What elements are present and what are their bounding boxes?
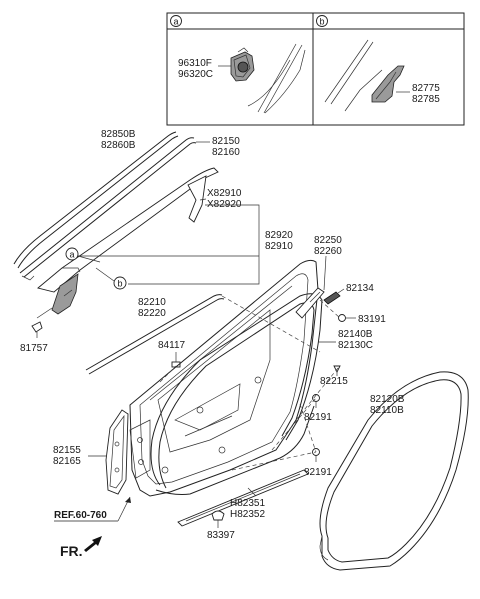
ref-label: REF.60-760 [54, 510, 107, 521]
window-channel-part [295, 287, 325, 319]
delta-garnish-part [51, 273, 79, 315]
label-82191-lower: 82191 [304, 467, 332, 478]
inset-a-marker-text: a [173, 17, 178, 27]
label-96310f: 96310F [178, 58, 212, 69]
body-side-weatherstrip-part [319, 371, 469, 571]
label-82215: 82215 [320, 376, 348, 387]
label-82210: 82210 [138, 297, 166, 308]
inset-box [166, 12, 465, 126]
label-82910: 82910 [265, 241, 293, 252]
label-82220: 82220 [138, 308, 166, 319]
label-82160: 82160 [212, 147, 240, 158]
trim-piece-part [371, 65, 405, 103]
label-82260: 82260 [314, 246, 342, 257]
label-82920: 82920 [265, 230, 293, 241]
label-82134: 82134 [346, 283, 374, 294]
label-83397: 83397 [207, 530, 235, 541]
door-frame-moulding-part [19, 137, 197, 281]
door-side-weatherstrip-part [150, 293, 323, 495]
label-h82351: H82351 [230, 498, 265, 509]
label-82860b: 82860B [101, 140, 136, 151]
label-82785: 82785 [412, 94, 440, 105]
clip-82215-part [333, 365, 341, 376]
grommet-83191-part [338, 314, 356, 322]
fr-label: FR. [60, 543, 83, 559]
label-82250: 82250 [314, 235, 342, 246]
label-96320c: 96320C [178, 69, 213, 80]
clip-81757-part [31, 307, 53, 338]
svg-text:b: b [117, 279, 122, 289]
label-82191-upper: 82191 [304, 412, 332, 423]
reference-callout: REF.60-760 [54, 496, 131, 522]
label-82150: 82150 [212, 136, 240, 147]
sill-scuff-part [177, 469, 309, 527]
label-81757: 81757 [20, 343, 48, 354]
inset-a-marker [170, 15, 182, 27]
inset-b-marker-text: b [319, 17, 324, 27]
label-82120b: 82120B [370, 394, 405, 405]
front-arrow-icon [84, 536, 102, 552]
label-83191: 83191 [358, 314, 386, 325]
inset-a: a 96310F 96320C [170, 15, 306, 114]
cap-83397-part [211, 510, 225, 528]
inset-b-marker [316, 15, 328, 27]
speaker-grille-part [230, 47, 255, 82]
svg-text:a: a [69, 250, 74, 260]
label-82130c: 82130C [338, 340, 373, 351]
belt-weatherstrip-part [85, 294, 225, 375]
callout-b: b [113, 276, 127, 290]
label-84117: 84117 [158, 340, 186, 351]
label-82850b: 82850B [101, 129, 136, 140]
label-82165: 82165 [53, 456, 81, 467]
window-sash-part [37, 167, 219, 293]
label-h82352: H82352 [230, 509, 265, 520]
label-x82920: X82920 [207, 199, 242, 210]
label-82110b: 82110B [370, 405, 404, 416]
label-x82910: X82910 [207, 188, 242, 199]
garnish-82134-part [323, 288, 345, 305]
label-82155: 82155 [53, 445, 81, 456]
roof-weatherstrip-part [13, 131, 179, 269]
label-82775: 82775 [412, 83, 440, 94]
front-direction-indicator: FR. [60, 536, 102, 559]
callout-a: a [65, 247, 79, 261]
inset-b: b 82775 82785 [316, 15, 440, 112]
label-82140b: 82140B [338, 329, 373, 340]
reference-dashes [159, 295, 341, 471]
pillar-trim-part [105, 409, 129, 495]
grommet-82191-lower [312, 448, 320, 462]
door-shell-part [129, 259, 319, 497]
